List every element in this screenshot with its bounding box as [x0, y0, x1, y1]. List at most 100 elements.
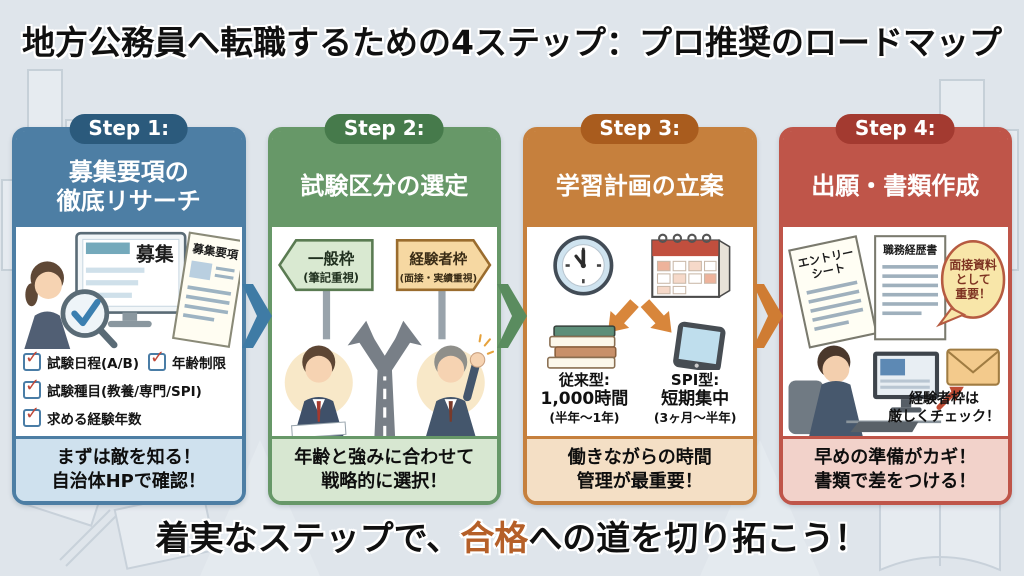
signpost-right-pole — [437, 285, 446, 340]
checkbox-icon: ✓ — [23, 375, 41, 400]
step1-title-line2: 徹底リサーチ — [56, 187, 201, 215]
step2-body: 一般枠 (筆記重視) 経験者枠 (面接・実績重視) — [271, 227, 497, 437]
step4-footer-line2: 書類で差をつける！ — [814, 470, 977, 492]
step1-footer-line1: まずは敵を知る！ — [56, 447, 201, 469]
entry-sheet-document: エントリー シート — [787, 235, 878, 349]
document-illustration: 募集要項 — [171, 231, 240, 348]
bubble-line1: 面接資料 — [949, 258, 997, 272]
step3-card: Step 3: 学習計画の立案 — [523, 114, 757, 505]
check-mark: ✓ — [25, 403, 41, 425]
page-title: 地方公務員へ転職するための4ステップ：プロ推奨のロードマップ — [22, 23, 1002, 62]
experienced-track-sign: 経験者枠 (面接・実績重視) — [395, 239, 491, 292]
check-mark: ✓ — [150, 347, 166, 369]
experienced-candidate — [416, 334, 494, 437]
option-name: SPI型: — [670, 371, 720, 389]
forked-road — [347, 320, 422, 437]
step2-card: Step 2: 試験区分の選定 一般枠 (筆記重視) 経験者枠 ( — [267, 114, 501, 505]
step3-badge: Step 3: — [580, 114, 700, 144]
checklist-item: ✓ 求める経験年数 — [23, 403, 142, 429]
step3-body: 従来型: 1,000時間 (半年～1年) SPI型: 短期集中 (3ヶ月～半年) — [527, 227, 753, 437]
step2-badge: Step 2: — [324, 114, 444, 144]
step3-footer: 働きながらの時間 管理が最重要！ — [527, 436, 753, 501]
step4-illustration: エントリー シート 職務経歴書 — [787, 235, 1005, 437]
sparkle-icon — [478, 334, 494, 355]
researcher-person — [24, 261, 71, 350]
banner-suffix: への道を切り拓こう！ — [528, 519, 869, 559]
general-track-sublabel: (筆記重視) — [303, 271, 359, 285]
option-value: 短期集中 — [661, 389, 730, 410]
step-arrow-2 — [497, 284, 527, 348]
bottom-banner: 着実なステップで、合格への道を切り拓こう！ — [0, 511, 1024, 560]
entry-sheet-label-line2: シート — [810, 260, 846, 281]
clock-icon — [553, 235, 614, 296]
checklist-label: 求める経験年数 — [47, 412, 142, 429]
checklist-row: ✓ 試験日程(A/B) ✓ 年齢制限 — [23, 347, 235, 373]
magnifier-icon — [60, 289, 118, 349]
study-plan-options: 従来型: 1,000時間 (半年～1年) SPI型: 短期集中 (3ヶ月～半年) — [529, 371, 751, 425]
step1-footer: まずは敵を知る！ 自治体HPで確認！ — [16, 436, 242, 501]
option-traditional: 従来型: 1,000時間 (半年～1年) — [529, 371, 640, 425]
resume-label: 職務経歴書 — [883, 243, 937, 257]
step1-card: Step 1: 募集要項の 徹底リサーチ 募集 — [12, 114, 246, 505]
general-track-label: 一般枠 — [307, 249, 354, 268]
step1-illustration: 募集 募集要項 — [24, 231, 240, 350]
checklist-label: 年齢制限 — [172, 356, 227, 373]
step-arrow-3 — [752, 284, 783, 348]
step4-card: Step 4: 出願・書類作成 エントリー シート — [778, 114, 1012, 505]
steps-row: Step 1: 募集要項の 徹底リサーチ 募集 — [12, 114, 1012, 505]
step3-title: 学習計画の立案 — [527, 131, 753, 227]
step3-footer-line2: 管理が最重要！ — [576, 470, 703, 492]
checklist-row: ✓ 求める経験年数 — [23, 403, 235, 429]
books-icon — [547, 325, 617, 369]
check-mark: ✓ — [25, 375, 41, 397]
check-mark: ✓ — [25, 347, 41, 369]
option-note: (3ヶ月～半年) — [653, 410, 737, 426]
checklist-item: ✓ 試験日程(A/B) — [23, 347, 140, 373]
calendar-icon — [651, 233, 731, 299]
monitor-illustration: 募集 — [75, 231, 187, 328]
step2-footer-line2: 戦略的に選択！ — [321, 470, 448, 492]
checkbox-icon: ✓ — [148, 347, 167, 372]
experienced-check-caption: 経験者枠は 厳しくチェック！ — [883, 390, 1005, 426]
step1-title-line1: 募集要項の — [68, 157, 189, 186]
step4-footer-line1: 早めの準備がカギ！ — [814, 447, 977, 469]
checklist-label: 試験種目(教養/専門/SPI) — [47, 384, 202, 401]
step2-footer: 年齢と強みに合わせて 戦略的に選択！ — [271, 436, 497, 501]
tablet-icon — [673, 321, 726, 370]
option-value: 1,000時間 — [540, 389, 629, 410]
step3-title-line1: 学習計画の立案 — [555, 172, 724, 201]
step1-badge: Step 1: — [69, 114, 189, 144]
step1-body: 募集 募集要項 — [16, 227, 242, 437]
signpost-left-pole — [322, 285, 330, 340]
step1-checklist: ✓ 試験日程(A/B) ✓ 年齢制限 ✓ 試験種目(教養/専門/SPI) — [18, 347, 240, 429]
step3-footer-line1: 働きながらの時間 — [567, 447, 712, 469]
caption-line2: 厳しくチェック！ — [888, 409, 1000, 426]
step3-illustration — [547, 233, 731, 370]
interview-note-bubble: 面接資料 として 重要！ — [935, 240, 1005, 328]
younger-candidate — [284, 345, 353, 437]
step1-footer-line2: 自治体HPで確認！ — [51, 470, 206, 492]
bubble-line2: として — [955, 273, 990, 287]
step-arrow-1 — [241, 284, 272, 348]
caption-line1: 経験者枠は — [909, 390, 979, 407]
submit-arrow-icon — [935, 386, 964, 410]
step2-illustration: 一般枠 (筆記重視) 経験者枠 (面接・実績重視) — [277, 239, 494, 437]
step4-title: 出願・書類作成 — [782, 131, 1008, 227]
experienced-track-sublabel: (面接・実績重視) — [399, 272, 476, 285]
option-note: (半年～1年) — [549, 410, 620, 426]
checklist-item: ✓ 年齢制限 — [148, 347, 227, 373]
checklist-label: 試験日程(A/B) — [47, 356, 140, 373]
step4-footer: 早めの準備がカギ！ 書類で差をつける！ — [782, 436, 1008, 501]
step4-title-line1: 出願・書類作成 — [811, 172, 980, 201]
checklist-item: ✓ 試験種目(教養/専門/SPI) — [23, 375, 202, 401]
envelope-icon — [945, 348, 1000, 386]
checklist-row: ✓ 試験種目(教養/専門/SPI) — [23, 375, 235, 401]
experienced-track-label: 経験者枠 — [409, 250, 467, 268]
option-name: 従来型: — [558, 371, 610, 389]
bubble-line3: 重要！ — [955, 287, 991, 301]
step2-title: 試験区分の選定 — [271, 131, 497, 227]
monitor-label: 募集 — [135, 242, 174, 265]
banner-highlight: 合格 — [460, 519, 529, 559]
option-spi: SPI型: 短期集中 (3ヶ月～半年) — [640, 371, 751, 425]
